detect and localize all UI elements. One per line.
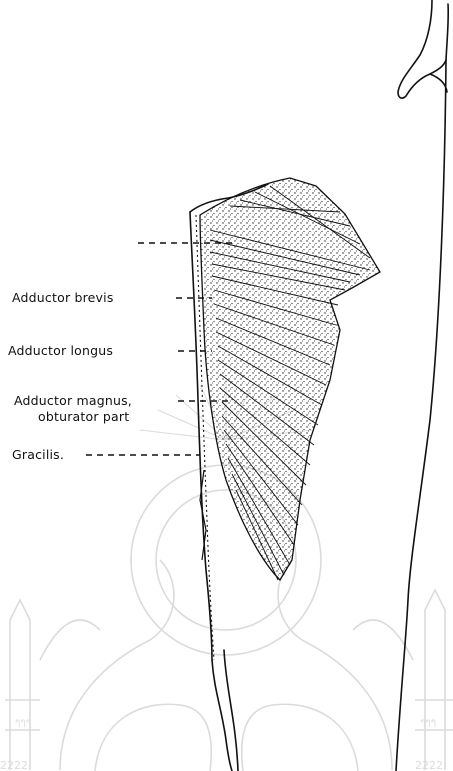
label-gracilis: Gracilis. (12, 448, 64, 462)
svg-text:2222: 2222 (0, 759, 28, 771)
adductor-muscle-group (196, 178, 380, 660)
svg-text:ๆๆๆ: ๆๆๆ (420, 717, 436, 728)
label-adductor-magnus: Adductor magnus, (14, 394, 132, 408)
svg-text:2222: 2222 (415, 759, 443, 771)
svg-text:ๆๆๆ: ๆๆๆ (15, 717, 31, 728)
label-adductor-longus: Adductor longus (8, 344, 113, 358)
label-obturator-part: obturator part (38, 410, 129, 424)
label-adductor-brevis: Adductor brevis (12, 291, 114, 305)
